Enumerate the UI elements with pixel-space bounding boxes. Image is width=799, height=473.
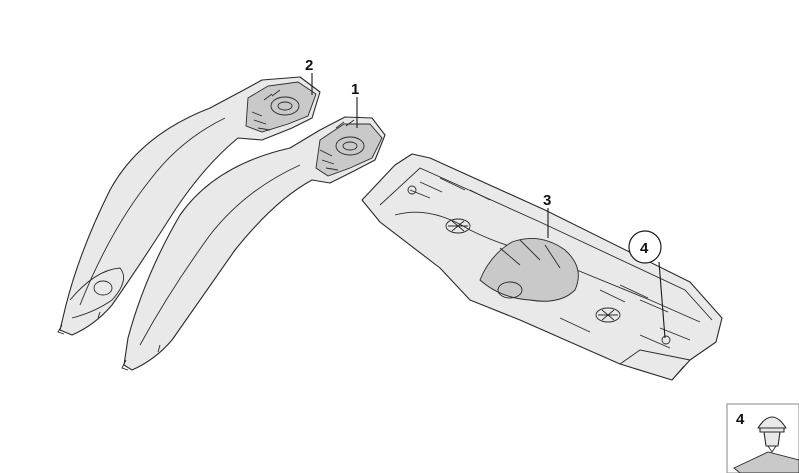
pillar-trim-1 [121, 116, 386, 371]
leader-lines [311, 73, 666, 339]
callout-3: 3 [543, 192, 551, 209]
inset-callout-4: 4 [736, 411, 745, 428]
clip-icon [733, 416, 799, 473]
rear-panel-trim-3 [361, 153, 723, 381]
leader-4 [658, 261, 666, 339]
pillar-trim-2 [57, 76, 321, 336]
callout-4-circle [628, 230, 662, 264]
callout-2: 2 [305, 57, 313, 74]
callout-1: 1 [351, 81, 359, 98]
callout-4: 4 [640, 240, 649, 257]
inset-part-4: 4 [726, 403, 799, 473]
